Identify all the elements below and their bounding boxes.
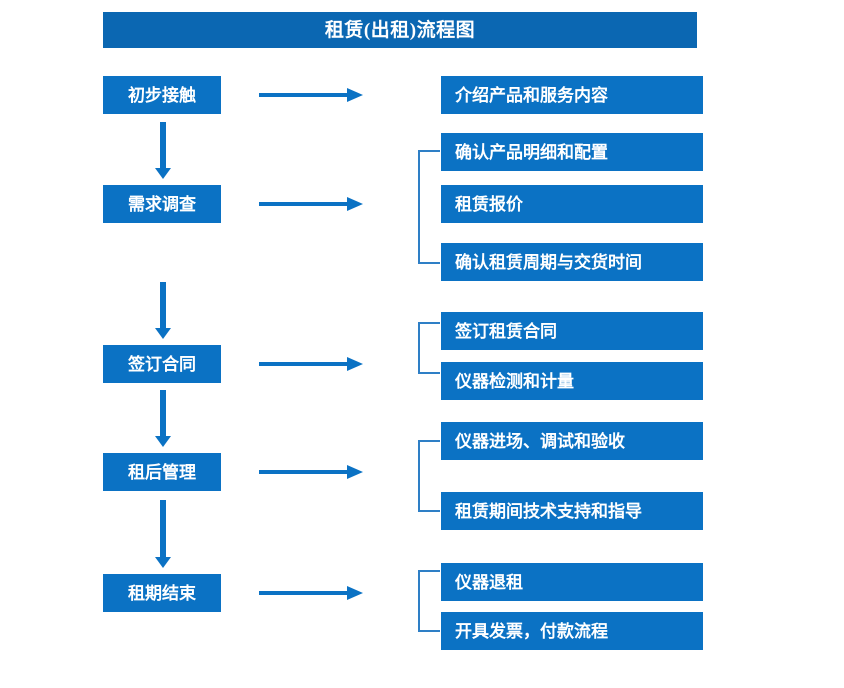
horizontal-arrow-icon-4 [259, 465, 363, 479]
stage-label: 签订合同 [128, 354, 196, 374]
stage-box-initial-contact[interactable]: 初步接触 [103, 76, 221, 114]
horizontal-arrow-icon-5 [259, 586, 363, 600]
stage-label: 初步接触 [128, 85, 196, 105]
stage-box-requirement-survey[interactable]: 需求调查 [103, 185, 221, 223]
detail-label: 仪器进场、调试和验收 [455, 431, 625, 451]
stage-box-rental-end[interactable]: 租期结束 [103, 574, 221, 612]
vertical-arrow-icon-1 [155, 122, 171, 179]
detail-box-instrument-return[interactable]: 仪器退租 [441, 563, 703, 601]
vertical-arrow-icon-2 [155, 282, 171, 339]
vertical-arrow-icon-4 [155, 500, 171, 568]
detail-box-confirm-period-delivery[interactable]: 确认租赁周期与交货时间 [441, 243, 703, 281]
diagram-title: 租赁(出租)流程图 [324, 19, 476, 41]
detail-label: 仪器退租 [455, 572, 523, 592]
detail-label: 仪器检测和计量 [455, 371, 574, 391]
group-bracket-icon-2 [418, 322, 440, 374]
detail-label: 签订租赁合同 [455, 321, 557, 341]
group-bracket-icon-1 [418, 150, 440, 264]
detail-box-instrument-onsite-commissioning[interactable]: 仪器进场、调试和验收 [441, 422, 703, 460]
detail-label: 开具发票，付款流程 [455, 621, 608, 641]
vertical-arrow-icon-3 [155, 390, 171, 447]
detail-label: 确认租赁周期与交货时间 [455, 252, 642, 272]
detail-box-technical-support[interactable]: 租赁期间技术支持和指导 [441, 492, 703, 530]
diagram-title-bar: 租赁(出租)流程图 [103, 12, 697, 48]
detail-label: 租赁报价 [455, 194, 523, 214]
detail-box-introduce-products[interactable]: 介绍产品和服务内容 [441, 76, 703, 114]
stage-box-post-rental-management[interactable]: 租后管理 [103, 453, 221, 491]
detail-box-rental-quotation[interactable]: 租赁报价 [441, 185, 703, 223]
horizontal-arrow-icon-1 [259, 88, 363, 102]
detail-label: 租赁期间技术支持和指导 [455, 501, 642, 521]
detail-box-instrument-inspection[interactable]: 仪器检测和计量 [441, 362, 703, 400]
detail-box-confirm-product-spec[interactable]: 确认产品明细和配置 [441, 133, 703, 171]
stage-label: 租期结束 [128, 583, 196, 603]
group-bracket-icon-4 [418, 570, 440, 632]
horizontal-arrow-icon-3 [259, 357, 363, 371]
detail-box-sign-rental-contract[interactable]: 签订租赁合同 [441, 312, 703, 350]
group-bracket-icon-3 [418, 440, 440, 512]
detail-box-invoice-payment[interactable]: 开具发票，付款流程 [441, 612, 703, 650]
stage-label: 需求调查 [128, 194, 196, 214]
stage-label: 租后管理 [128, 462, 196, 482]
detail-label: 确认产品明细和配置 [455, 142, 608, 162]
stage-box-sign-contract[interactable]: 签订合同 [103, 345, 221, 383]
horizontal-arrow-icon-2 [259, 197, 363, 211]
detail-label: 介绍产品和服务内容 [455, 85, 608, 105]
